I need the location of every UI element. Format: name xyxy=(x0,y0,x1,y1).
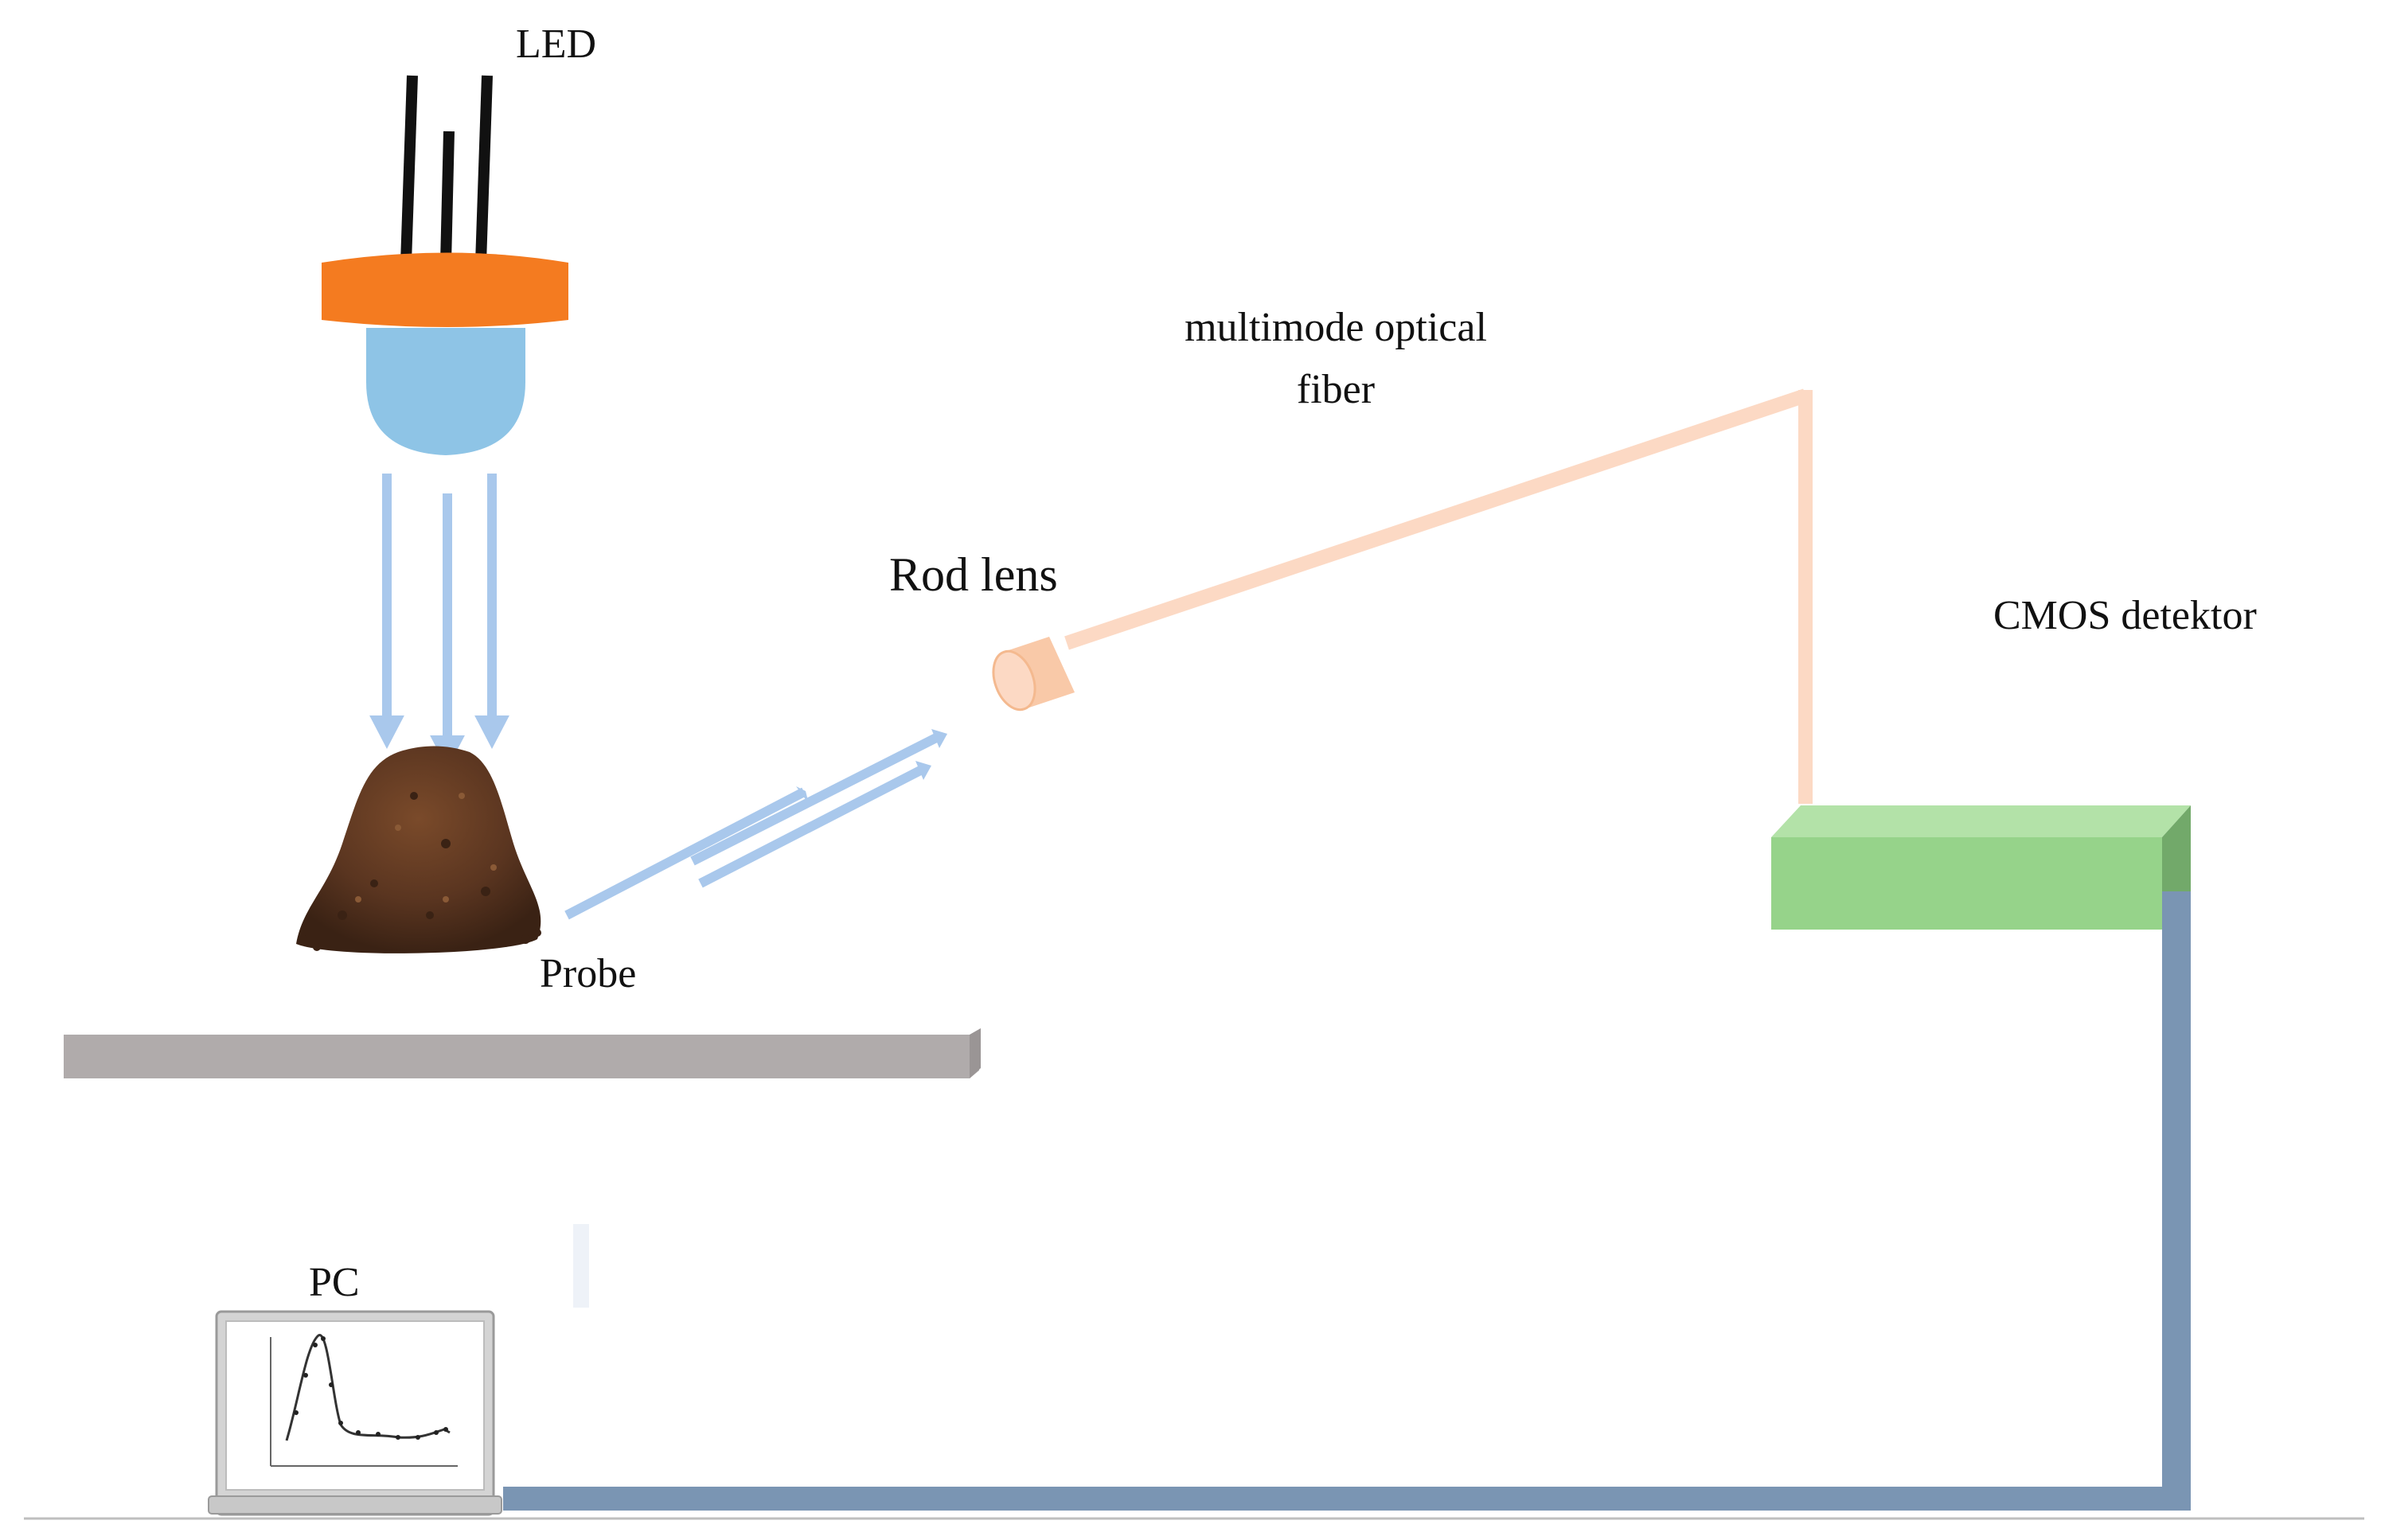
fiber-label-line2: fiber xyxy=(1297,367,1375,412)
fiber-label-line1: multimode optical xyxy=(1185,305,1487,350)
sample-table xyxy=(64,1028,981,1078)
spectrum-plot xyxy=(270,1334,458,1467)
pc-label: PC xyxy=(309,1260,360,1305)
soil-sample-icon xyxy=(296,746,541,953)
led-icon xyxy=(322,75,568,455)
rod-lens-icon xyxy=(992,637,1075,712)
led-label: LED xyxy=(516,21,596,67)
laptop-icon xyxy=(208,1310,502,1516)
rod-lens-label: Rod lens xyxy=(889,548,1058,601)
cmos-detector-icon xyxy=(1771,805,2191,930)
signal-cable xyxy=(503,891,2191,1511)
reflected-light-rays xyxy=(564,729,947,920)
probe-label: Probe xyxy=(540,951,636,996)
optical-fiber xyxy=(1064,388,1813,804)
background-artifact xyxy=(573,1224,589,1308)
cmos-detector-label: CMOS detektor xyxy=(1993,593,2257,638)
led-light-rays xyxy=(369,474,509,769)
